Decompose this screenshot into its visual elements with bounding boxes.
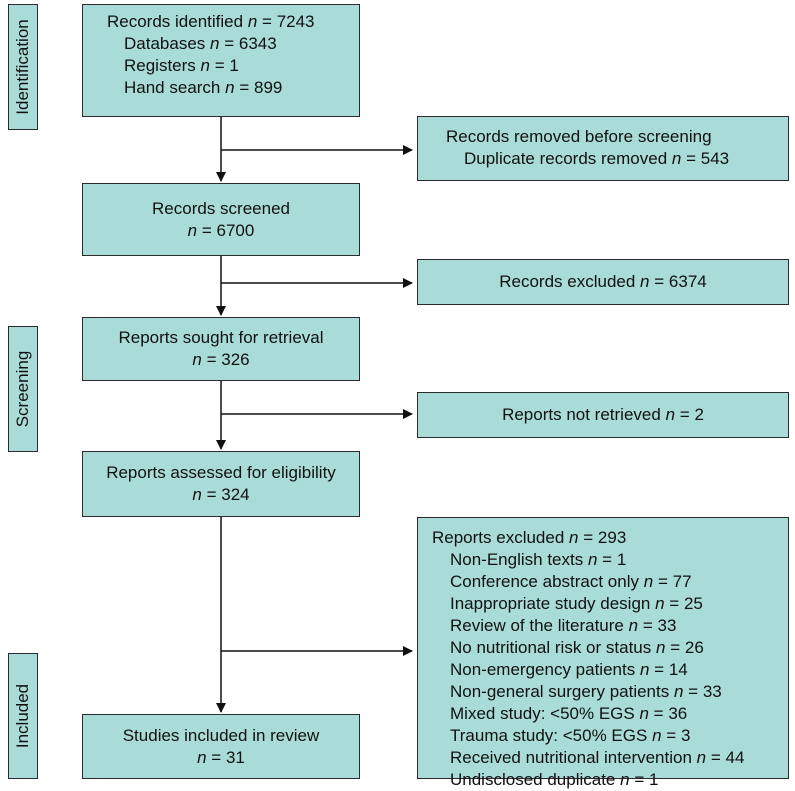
stage-identification: Identification: [8, 4, 38, 130]
reports-sought-n: n = 326: [192, 350, 250, 369]
registers-line: Registers n = 1: [124, 56, 239, 75]
reports-excluded-title: Reports excluded n = 293: [432, 528, 627, 547]
reports-sought-title: Reports sought for retrieval: [118, 328, 324, 347]
exclusion-reason-item: Received nutritional intervention n = 44: [450, 748, 745, 767]
exclusion-reason-item: Trauma study: <50% EGS n = 3: [450, 726, 691, 745]
records-screened-title: Records screened: [152, 198, 290, 218]
exclusion-reason-item: Non-emergency patients n = 14: [450, 660, 688, 679]
exclusion-reason-item: No nutritional risk or status n = 26: [450, 638, 704, 657]
stage-included: Included: [8, 653, 38, 779]
records-screened-box: Records screened n = 6700: [82, 183, 360, 256]
exclusion-reason-item: Inappropriate study design n = 25: [450, 594, 703, 613]
reports-not-retrieved-text: Reports not retrieved n = 2: [502, 405, 704, 424]
records-screened-n: n = 6700: [187, 220, 255, 240]
databases-line: Databases n = 6343: [124, 34, 277, 53]
records-identified-box: Records identified n = 7243 Databases n …: [82, 4, 360, 117]
reports-excluded-box: Reports excluded n = 293 Non-English tex…: [417, 517, 789, 789]
reports-not-retrieved-box: Reports not retrieved n = 2: [417, 392, 789, 438]
reports-sought-box: Reports sought for retrieval n = 326: [82, 317, 360, 381]
reports-assessed-title: Reports assessed for eligibility: [106, 463, 336, 482]
reports-assessed-n: n = 324: [192, 485, 250, 504]
exclusion-reason-item: Non-English texts n = 1: [450, 550, 627, 569]
records-excluded-text: Records excluded n = 6374: [499, 272, 707, 291]
reports-assessed-box: Reports assessed for eligibility n = 324: [82, 451, 360, 517]
exclusion-reason-item: Review of the literature n = 33: [450, 616, 677, 635]
stage-screening: Screening: [8, 326, 38, 452]
records-removed-box: Records removed before screening Duplica…: [417, 116, 789, 181]
records-identified-title: Records identified n = 7243: [107, 12, 315, 31]
hand-search-line: Hand search n = 899: [124, 78, 283, 97]
records-excluded-box: Records excluded n = 6374: [417, 259, 789, 305]
exclusion-reason-item: Non-general surgery patients n = 33: [450, 682, 722, 701]
studies-included-box: Studies included in review n = 31: [82, 714, 360, 779]
records-removed-title: Records removed before screening: [446, 127, 712, 146]
duplicates-line: Duplicate records removed n = 543: [464, 149, 730, 168]
exclusion-reason-item: Mixed study: <50% EGS n = 36: [450, 704, 688, 723]
exclusion-reason-item: Undisclosed duplicate n = 1: [450, 770, 659, 789]
exclusion-reasons-list: Non-English texts n = 1 Conference abstra…: [432, 549, 788, 791]
exclusion-reason-item: Conference abstract only n = 77: [450, 572, 692, 591]
studies-included-title: Studies included in review: [122, 725, 320, 745]
studies-included-n: n = 31: [197, 747, 245, 767]
